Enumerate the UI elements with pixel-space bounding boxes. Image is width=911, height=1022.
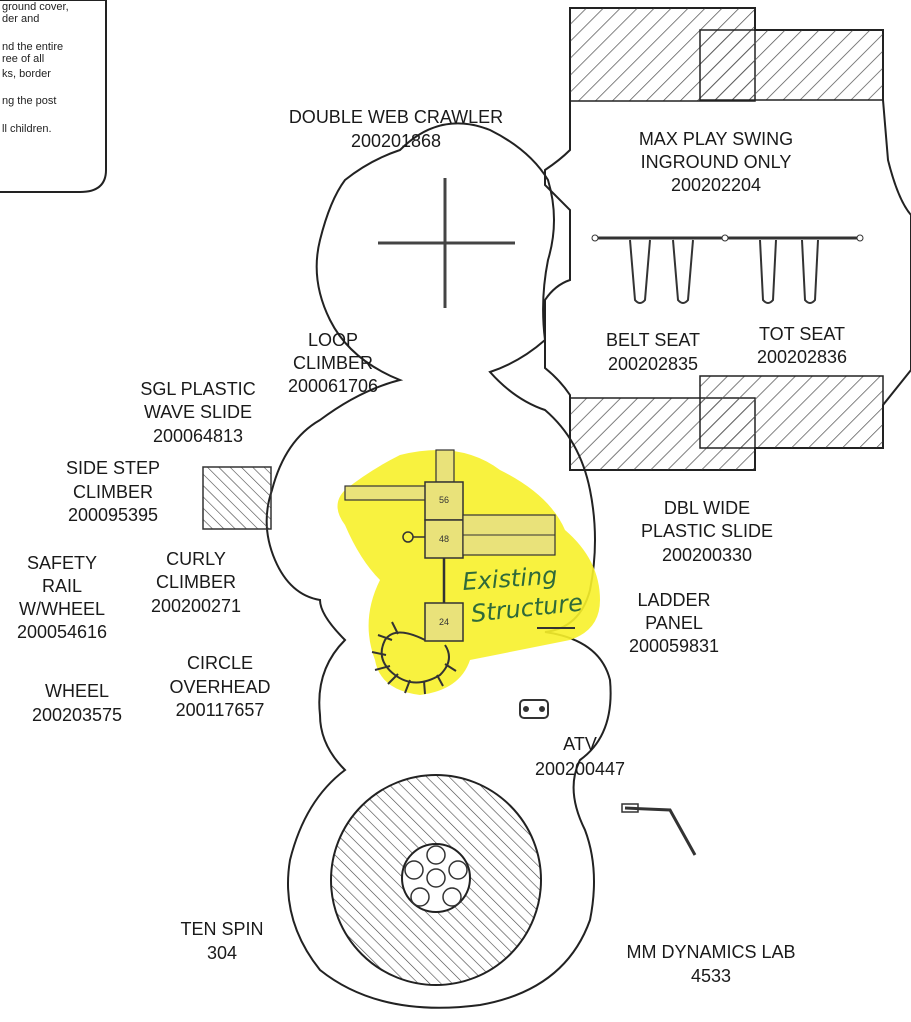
ladder-panel-line-2: PANEL [645,613,703,633]
tot-seat-2 [801,239,819,304]
wheel-name: WHEEL [45,681,109,701]
circle-overhead-line-2: OVERHEAD [169,677,270,697]
safety-rail-line-1: SAFETY [27,553,97,573]
circle-overhead-line-3: 200117657 [176,700,265,720]
wave-slide [344,485,428,501]
double-web-crawler-name: DOUBLE WEB CRAWLER [289,107,503,127]
tot-seat-name: TOT SEAT [759,324,845,344]
max-play-swing-line-2: INGROUND ONLY [641,152,792,172]
label-curly-climber: CURLY CLIMBER 200200271 [151,549,241,616]
belt-seat-1 [629,239,651,304]
mm-dynamics-id: 4533 [691,966,731,986]
existing-structure-highlight [337,450,600,695]
deck-24 [424,602,464,642]
dbl-slide-line-2: PLASTIC SLIDE [641,521,773,541]
label-ladder-panel: LADDER PANEL 200059831 [629,590,719,656]
tot-seat-id: 200202836 [757,347,847,367]
circle-overhead [380,631,450,684]
note-line-1: ground cover, [2,1,69,13]
curly-climber-line-2: CLIMBER [156,572,236,592]
loop-climber-line-1: LOOP [308,330,358,350]
label-dbl-wide-plastic-slide: DBL WIDE PLASTIC SLIDE 200200330 [641,498,773,565]
label-tot-seat: TOT SEAT 200202836 [757,324,847,367]
circle-overhead-rungs [371,621,457,695]
tot-seat-1 [759,239,777,304]
ten-spin-unit [401,843,471,913]
dbl-slide-line-1: DBL WIDE [664,498,750,518]
top-climber [435,449,455,483]
mm-dynamics-lab-shape [624,806,697,856]
circle-overhead-line-1: CIRCLE [187,653,253,673]
note-line-7: ll children. [2,123,52,135]
ladder-panel-line-3: 200059831 [629,636,719,656]
curly-climber-line-3: 200200271 [151,596,241,616]
swing-bay-outline [544,7,911,471]
note-line-3: nd the entire [2,41,63,53]
label-atv: ATV 200200447 [535,734,625,779]
label-side-step-climber: SIDE STEP CLIMBER 200095395 [66,458,160,525]
label-loop-climber: LOOP CLIMBER 200061706 [288,330,378,396]
belt-seat-name: BELT SEAT [606,330,700,350]
label-double-web-crawler: DOUBLE WEB CRAWLER 200201868 [289,107,503,151]
label-sgl-plastic-wave-slide: SGL PLASTIC WAVE SLIDE 200064813 [140,379,255,446]
label-ten-spin: TEN SPIN 304 [180,919,263,963]
wheel-id: 200203575 [32,705,122,725]
safety-rail-line-3: W/WHEEL [19,599,105,619]
side-step-climber-pad [202,466,272,530]
safety-rail-line-2: RAIL [42,576,82,596]
label-mm-dynamics-lab: MM DYNAMICS LAB 4533 [626,942,795,986]
atv-icon [519,699,549,719]
swing-pad-bottom-right [699,375,884,449]
ten-spin-id: 304 [207,943,237,963]
label-circle-overhead: CIRCLE OVERHEAD 200117657 [169,653,270,720]
belt-seat-2 [672,239,694,304]
belt-seat-id: 200202835 [608,354,698,374]
label-wheel: WHEEL 200203575 [32,681,122,725]
ten-spin-name: TEN SPIN [180,919,263,939]
mm-dynamics-name: MM DYNAMICS LAB [626,942,795,962]
ladder-panel-line-1: LADDER [637,590,710,610]
label-belt-seat: BELT SEAT 200202835 [606,330,700,374]
wave-slide-line-3: 200064813 [153,426,243,446]
atv-name: ATV [563,734,597,754]
wave-slide-line-1: SGL PLASTIC [140,379,255,399]
side-step-line-2: CLIMBER [73,482,153,502]
deck-56 [424,481,464,521]
atv-id: 200200447 [535,759,625,779]
deck-56-number: 56 [439,495,449,505]
play-area-outline [265,122,612,1009]
max-play-swing-line-1: MAX PLAY SWING [639,129,793,149]
deck-48-number: 48 [439,534,449,544]
notes-box [0,0,107,193]
label-safety-rail: SAFETY RAIL W/WHEEL 200054616 [17,553,107,642]
max-play-swing-line-3: 200202204 [671,175,761,195]
note-line-2: der and [2,13,39,25]
swing-pad-top-right [699,29,884,101]
note-line-6: ng the post [2,95,56,107]
label-max-play-swing: MAX PLAY SWING INGROUND ONLY 200202204 [639,129,793,195]
safety-rail-line-4: 200054616 [17,622,107,642]
deck-24-number: 24 [439,617,449,627]
note-line-4: ree of all [2,53,44,65]
wave-slide-line-2: WAVE SLIDE [144,402,252,422]
double-web-crawler-id: 200201868 [351,131,441,151]
loop-climber-line-3: 200061706 [288,376,378,396]
loop-climber-line-2: CLIMBER [293,353,373,373]
note-line-5: ks, border [2,68,51,80]
curly-climber-line-1: CURLY [166,549,226,569]
handwritten-existing: Existing [461,561,558,596]
side-step-line-1: SIDE STEP [66,458,160,478]
dbl-slide-line-3: 200200330 [662,545,752,565]
ten-spin-flower-icon [404,845,468,907]
side-step-line-3: 200095395 [68,505,158,525]
